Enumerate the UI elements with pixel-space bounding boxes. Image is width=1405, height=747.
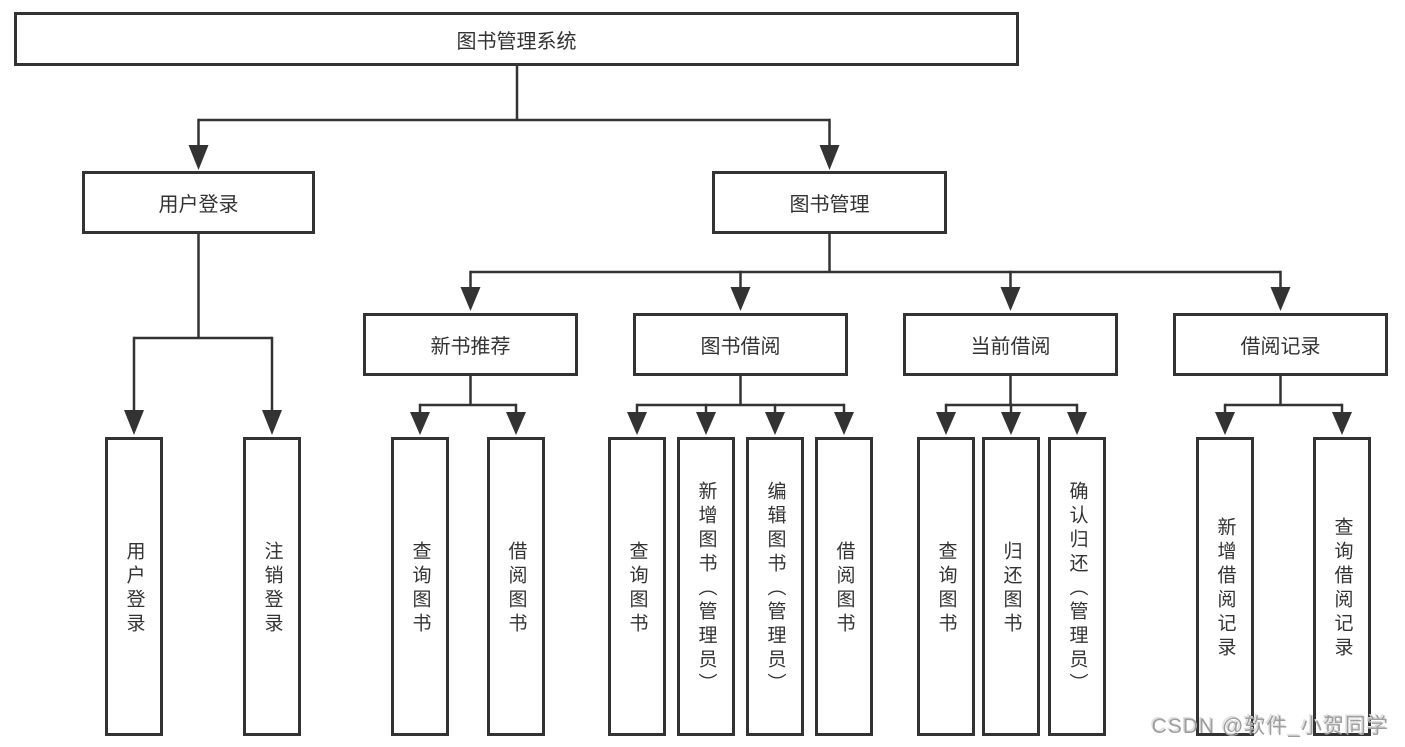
leaf-add-book-admin-label: 新增图书（管理员） <box>695 480 717 697</box>
node-user-login-label: 用户登录 <box>158 194 239 216</box>
leaf-logout: 注销登录 <box>243 437 301 736</box>
node-new-book-recommend: 新书推荐 <box>363 313 578 376</box>
leaf-return-book: 归还图书 <box>982 437 1040 736</box>
leaf-borrow-book-label: 借阅图书 <box>833 540 855 637</box>
leaf-add-book-admin: 新增图书（管理员） <box>677 437 735 736</box>
leaf-newbook-query-label: 查询图书 <box>409 540 431 637</box>
node-current-borrow: 当前借阅 <box>903 313 1118 376</box>
leaf-add-borrow-record: 新增借阅记录 <box>1196 437 1254 736</box>
leaf-confirm-return-admin-label: 确认归还（管理员） <box>1066 480 1088 697</box>
leaf-user-login-label: 用户登录 <box>123 540 145 637</box>
leaf-confirm-return-admin: 确认归还（管理员） <box>1048 437 1106 736</box>
node-borrow-record: 借阅记录 <box>1173 313 1388 376</box>
node-book-management: 图书管理 <box>712 171 947 234</box>
leaf-edit-book-admin-label: 编辑图书（管理员） <box>764 480 786 697</box>
leaf-query-borrow-record: 查询借阅记录 <box>1313 437 1371 736</box>
node-root: 图书管理系统 <box>14 12 1019 66</box>
leaf-borrow-book: 借阅图书 <box>815 437 873 736</box>
leaf-edit-book-admin: 编辑图书（管理员） <box>746 437 804 736</box>
node-borrow-record-label: 借阅记录 <box>1240 336 1321 358</box>
leaf-borrow-query-label: 查询图书 <box>626 540 648 637</box>
leaf-current-query: 查询图书 <box>917 437 975 736</box>
node-new-book-recommend-label: 新书推荐 <box>430 336 511 358</box>
leaf-query-borrow-record-label: 查询借阅记录 <box>1331 516 1353 661</box>
leaf-newbook-borrow-label: 借阅图书 <box>505 540 527 637</box>
leaf-add-borrow-record-label: 新增借阅记录 <box>1214 516 1236 661</box>
leaf-return-book-label: 归还图书 <box>1000 540 1022 637</box>
leaf-borrow-query: 查询图书 <box>608 437 666 736</box>
watermark: CSDN @软件_小贺同学 <box>1151 715 1389 738</box>
leaf-logout-label: 注销登录 <box>261 540 283 637</box>
node-root-label: 图书管理系统 <box>456 30 577 53</box>
node-book-borrow: 图书借阅 <box>633 313 848 376</box>
node-book-management-label: 图书管理 <box>789 194 870 216</box>
node-book-borrow-label: 图书借阅 <box>700 336 781 358</box>
leaf-newbook-query: 查询图书 <box>391 437 449 736</box>
node-current-borrow-label: 当前借阅 <box>970 336 1051 358</box>
leaf-user-login: 用户登录 <box>105 437 163 736</box>
node-user-login: 用户登录 <box>82 171 315 234</box>
leaf-current-query-label: 查询图书 <box>935 540 957 637</box>
leaf-newbook-borrow: 借阅图书 <box>487 437 545 736</box>
